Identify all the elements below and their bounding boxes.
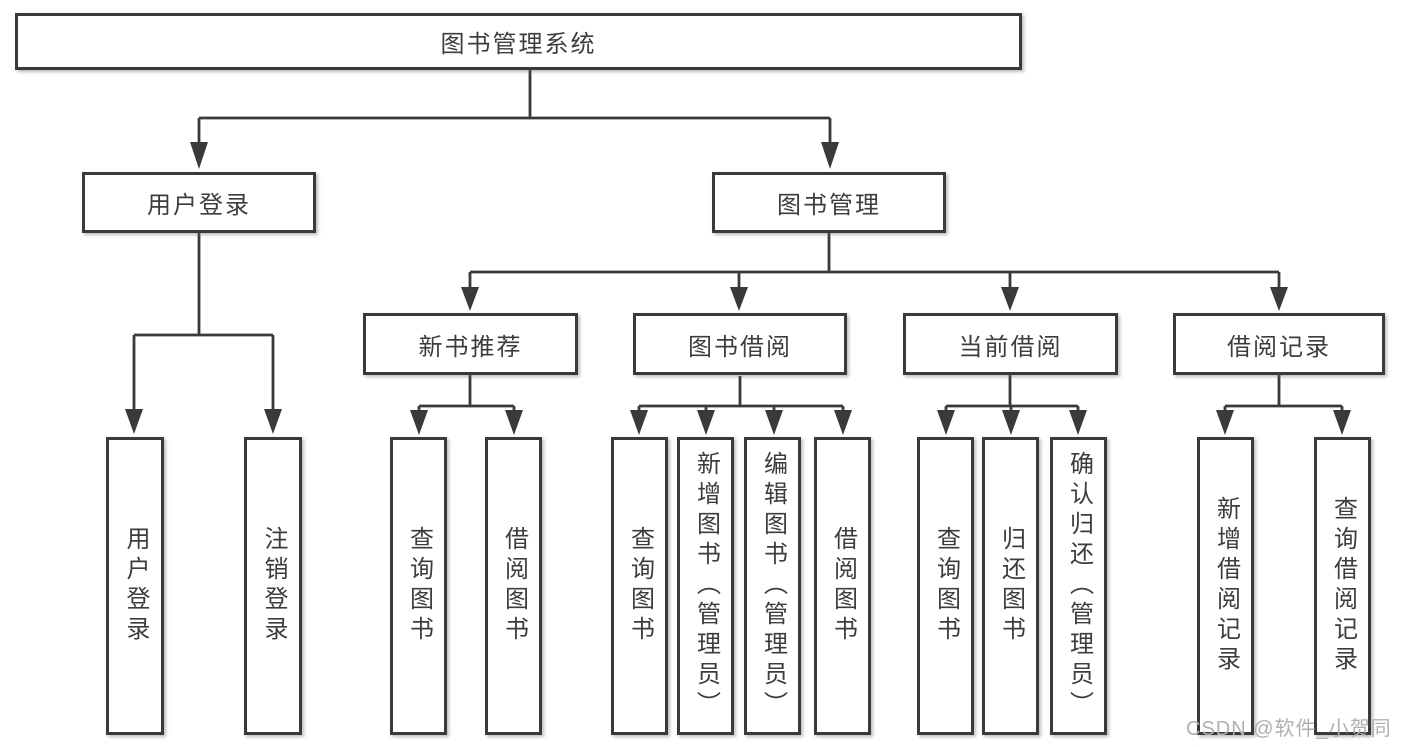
leaf-borrow-add-books-admin-label: 新增图书（管理员） <box>692 451 720 721</box>
node-borrow-records: 借阅记录 <box>1173 313 1385 375</box>
leaf-recommend-borrow-books-label: 借阅图书 <box>500 526 528 646</box>
leaf-records-add-record-label: 新增借阅记录 <box>1212 496 1240 676</box>
leaf-borrow-query-books-label: 查询图书 <box>626 526 654 646</box>
leaf-logout: 注销登录 <box>244 437 302 735</box>
node-book-borrow: 图书借阅 <box>633 313 847 375</box>
leaf-user-login: 用户登录 <box>106 437 164 735</box>
leaf-user-login-label: 用户登录 <box>122 526 149 646</box>
leaf-borrow-edit-books-admin: 编辑图书（管理员） <box>744 437 801 735</box>
leaf-borrow-borrow-books-label: 借阅图书 <box>829 526 857 646</box>
leaf-current-confirm-return-admin: 确认归还（管理员） <box>1050 437 1107 735</box>
leaf-borrow-edit-books-admin-label: 编辑图书（管理员） <box>759 451 787 721</box>
tree-edges <box>132 70 1344 412</box>
leaf-records-query-record: 查询借阅记录 <box>1314 437 1371 735</box>
leaf-current-query-books-label: 查询图书 <box>932 526 960 646</box>
leaf-current-query-books: 查询图书 <box>917 437 974 735</box>
leaf-recommend-borrow-books: 借阅图书 <box>485 437 542 735</box>
node-book-management: 图书管理 <box>712 172 946 233</box>
leaf-borrow-borrow-books: 借阅图书 <box>814 437 871 735</box>
node-root-label: 图书管理系统 <box>440 31 597 58</box>
leaf-current-return-books-label: 归还图书 <box>997 526 1025 646</box>
leaf-borrow-query-books: 查询图书 <box>611 437 668 735</box>
node-book-management-label: 图书管理 <box>777 192 881 219</box>
arrowheads <box>125 142 1351 435</box>
node-borrow-records-label: 借阅记录 <box>1227 333 1331 361</box>
node-new-book-recommend: 新书推荐 <box>363 313 578 375</box>
node-user-login-label: 用户登录 <box>147 192 251 219</box>
leaf-recommend-query-books: 查询图书 <box>390 437 447 735</box>
leaf-current-return-books: 归还图书 <box>982 437 1039 735</box>
watermark: CSDN @软件_小贺同学 <box>1186 718 1392 740</box>
node-current-borrow-label: 当前借阅 <box>958 333 1063 361</box>
leaf-records-query-record-label: 查询借阅记录 <box>1329 496 1357 676</box>
node-current-borrow: 当前借阅 <box>903 313 1118 375</box>
leaf-recommend-query-books-label: 查询图书 <box>405 526 433 646</box>
leaf-borrow-add-books-admin: 新增图书（管理员） <box>677 437 734 735</box>
node-book-borrow-label: 图书借阅 <box>688 333 792 361</box>
node-root-system: 图书管理系统 <box>15 13 1022 70</box>
node-user-login: 用户登录 <box>82 172 316 233</box>
leaf-records-add-record: 新增借阅记录 <box>1197 437 1254 735</box>
node-new-book-recommend-label: 新书推荐 <box>418 333 523 361</box>
leaf-logout-label: 注销登录 <box>260 526 287 646</box>
leaf-current-confirm-return-admin-label: 确认归还（管理员） <box>1065 451 1093 721</box>
